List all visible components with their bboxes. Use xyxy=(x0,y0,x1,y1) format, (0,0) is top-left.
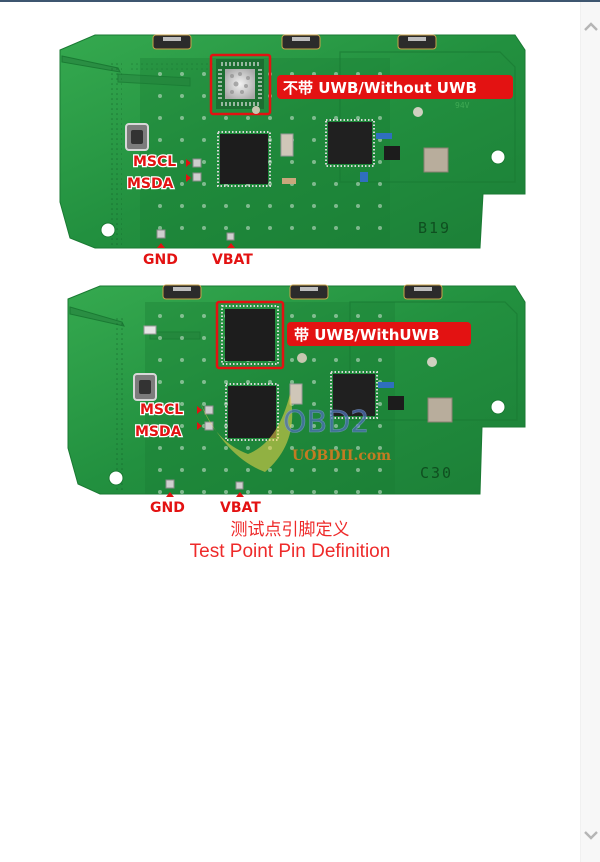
board-without-uwb: B19 94V 不带 UWB/Without UWB MSCL MSDA GND… xyxy=(59,34,526,269)
chevron-down-icon xyxy=(584,831,598,840)
pin-arrows xyxy=(157,159,235,248)
svg-text:带 UWB/WithUWB: 带 UWB/WithUWB xyxy=(294,326,440,344)
board-with-uwb: C30 OBD2 UOBDII.com 带 UWB/WithUWB MSCL M… xyxy=(67,284,526,517)
watermark-site: UOBDII.com xyxy=(292,448,391,464)
pin-arrows xyxy=(166,406,244,497)
vertical-scrollbar[interactable] xyxy=(580,2,600,862)
window-top-border xyxy=(0,0,600,2)
chip-label-without-uwb: 不带 UWB/Without UWB xyxy=(277,75,513,99)
pin-label-vbat: VBAT xyxy=(220,500,261,516)
watermark-logo: OBD2 xyxy=(283,405,369,440)
pin-label-msda: MSDA xyxy=(127,176,174,192)
chip-label-with-uwb: 带 UWB/WithUWB xyxy=(287,322,471,346)
pin-label-vbat: VBAT xyxy=(212,252,253,268)
caption-english: Test Point Pin Definition xyxy=(189,540,391,562)
watermark: OBD2 UOBDII.com xyxy=(200,394,391,472)
document-viewport: B19 94V 不带 UWB/Without UWB MSCL MSDA GND… xyxy=(0,2,580,862)
pin-label-msda: MSDA xyxy=(135,424,182,440)
scroll-down-button[interactable] xyxy=(581,824,600,846)
pin-label-mscl: MSCL xyxy=(140,402,183,418)
caption-chinese: 测试点引脚定义 xyxy=(230,520,350,540)
svg-text:94V: 94V xyxy=(455,101,470,110)
board-marking: C30 xyxy=(420,464,453,482)
pin-label-gnd: GND xyxy=(150,500,185,516)
svg-text:不带 UWB/Without UWB: 不带 UWB/Without UWB xyxy=(283,79,477,97)
scroll-up-button[interactable] xyxy=(581,16,600,38)
pin-label-gnd: GND xyxy=(143,252,178,268)
pin-label-mscl: MSCL xyxy=(133,154,176,170)
board-marking: B19 xyxy=(418,219,451,237)
figure-caption: 测试点引脚定义 Test Point Pin Definition xyxy=(0,520,580,562)
tactile-switch xyxy=(152,34,437,50)
pcb-test-point-figure: B19 94V 不带 UWB/Without UWB MSCL MSDA GND… xyxy=(59,34,526,517)
chevron-up-icon xyxy=(584,22,598,31)
